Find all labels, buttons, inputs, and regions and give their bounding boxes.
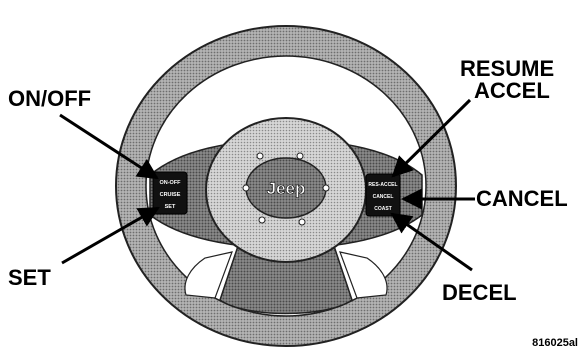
on-off-callout: ON/OFF bbox=[8, 86, 91, 111]
jeep-logo: Jeep bbox=[267, 179, 306, 198]
right-switch-cancel-label: CANCEL bbox=[373, 194, 394, 200]
left-switch-on-off-label: ON-OFF bbox=[159, 180, 181, 186]
left-switch-set-label: SET bbox=[165, 204, 176, 210]
cancel-callout: CANCEL bbox=[476, 186, 568, 211]
right-cruise-switch: RES-ACCEL CANCEL COAST bbox=[366, 174, 400, 216]
left-cruise-switch: ON-OFF CRUISE SET bbox=[153, 172, 187, 214]
left-switch-cruise-label: CRUISE bbox=[160, 192, 181, 198]
figure-code: 816025al bbox=[532, 337, 578, 349]
accel-callout: ACCEL bbox=[474, 78, 550, 103]
set-callout: SET bbox=[8, 265, 51, 290]
decel-callout: DECEL bbox=[442, 280, 517, 305]
right-switch-coast-label: COAST bbox=[374, 206, 392, 212]
right-switch-res-accel-label: RES-ACCEL bbox=[368, 182, 397, 188]
